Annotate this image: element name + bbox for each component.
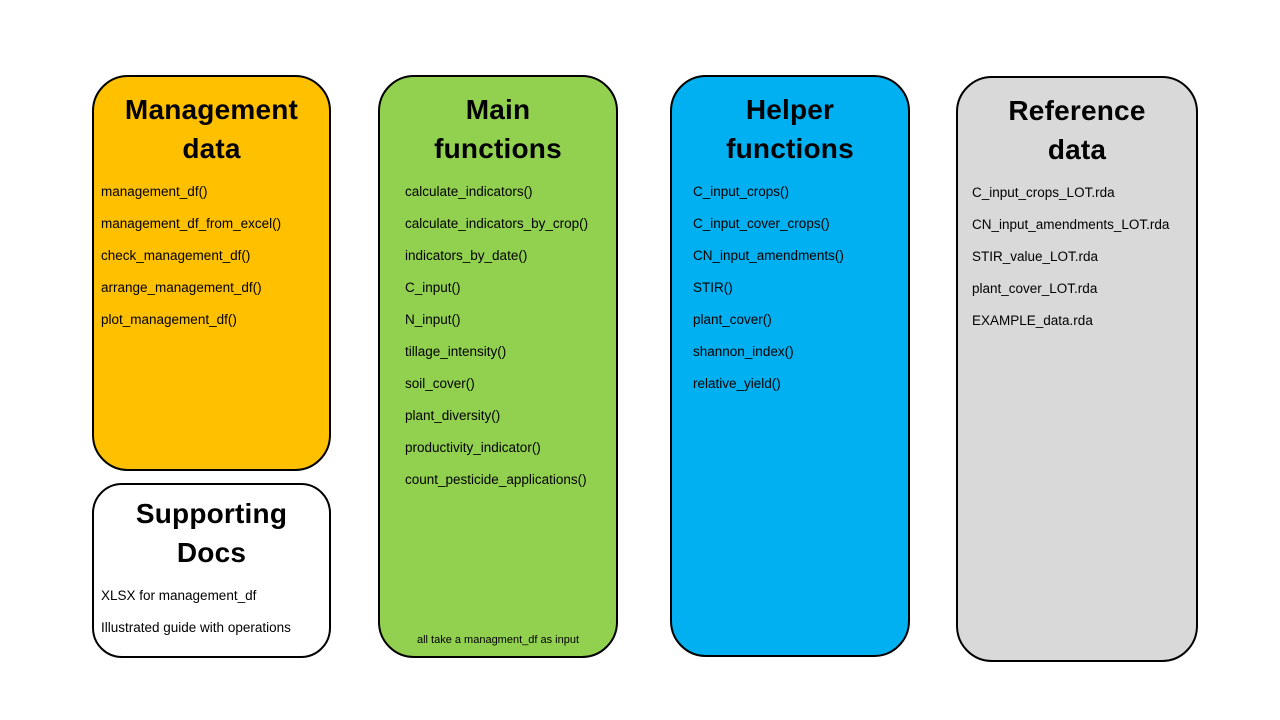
list-item-productivity-indicator: productivity_indicator() — [405, 440, 541, 455]
list-item-plot-management-df: plot_management_df() — [101, 312, 237, 327]
list-item-count-pesticide-applications: count_pesticide_applications() — [405, 472, 587, 487]
main-function-list: calculate_indicators() calculate_indicat… — [380, 176, 616, 496]
list-item-c-input-crops-lot: C_input_crops_LOT.rda — [972, 185, 1115, 200]
list-item-example-data: EXAMPLE_data.rda — [972, 313, 1093, 328]
card-title-supporting-docs: Supporting Docs — [135, 498, 288, 568]
list-item-shannon-index: shannon_index() — [693, 344, 794, 359]
card-management-data: Management data management_df() manageme… — [92, 75, 331, 471]
list-item-check-management-df: check_management_df() — [101, 248, 251, 263]
list-item-plant-diversity: plant_diversity() — [405, 408, 501, 423]
list-item-arrange-management-df: arrange_management_df() — [101, 280, 262, 295]
card-title-reference-data: Reference data — [1008, 95, 1146, 165]
card-title-helper-functions: Helper functions — [726, 94, 854, 164]
list-item-management-df-from-excel: management_df_from_excel() — [101, 216, 282, 231]
list-item-c-input: C_input() — [405, 280, 461, 295]
main-functions-footnote: all take a managment_df as input — [416, 634, 580, 646]
card-reference-data: Reference data C_input_crops_LOT.rda CN_… — [956, 76, 1198, 662]
card-main-functions: Main functions calculate_indicators() ca… — [378, 75, 618, 658]
list-item-tillage-intensity: tillage_intensity() — [405, 344, 507, 359]
list-item-plant-cover-lot: plant_cover_LOT.rda — [972, 281, 1098, 296]
helper-function-list: C_input_crops() C_input_cover_crops() CN… — [672, 176, 908, 400]
card-title-management-data: Management data — [124, 94, 299, 164]
list-item-relative-yield: relative_yield() — [693, 376, 781, 391]
list-item-xlsx-for-management-df: XLSX for management_df — [101, 588, 257, 603]
list-item-stir-value-lot: STIR_value_LOT.rda — [972, 249, 1099, 264]
list-item-calculate-indicators-by-crop: calculate_indicators_by_crop() — [405, 216, 589, 231]
list-item-management-df: management_df() — [101, 184, 208, 199]
card-helper-functions: Helper functions C_input_crops() C_input… — [670, 75, 910, 657]
list-item-indicators-by-date: indicators_by_date() — [405, 248, 528, 263]
list-item-n-input: N_input() — [405, 312, 461, 327]
card-supporting-docs: Supporting Docs XLSX for management_df I… — [92, 483, 331, 658]
list-item-stir: STIR() — [693, 280, 733, 295]
management-function-list: management_df() management_df_from_excel… — [94, 176, 329, 336]
list-item-cn-input-amendments: CN_input_amendments() — [693, 248, 844, 263]
list-item-calculate-indicators: calculate_indicators() — [405, 184, 533, 199]
supporting-docs-list: XLSX for management_df Illustrated guide… — [94, 580, 329, 644]
list-item-cn-input-amendments-lot: CN_input_amendments_LOT.rda — [972, 217, 1170, 232]
list-item-plant-cover: plant_cover() — [693, 312, 772, 327]
list-item-c-input-crops: C_input_crops() — [693, 184, 790, 199]
list-item-illustrated-guide: Illustrated guide with operations — [101, 620, 291, 635]
list-item-c-input-cover-crops: C_input_cover_crops() — [693, 216, 830, 231]
card-title-main-functions: Main functions — [434, 94, 562, 164]
list-item-soil-cover: soil_cover() — [405, 376, 475, 391]
reference-data-list: C_input_crops_LOT.rda CN_input_amendment… — [958, 177, 1196, 337]
